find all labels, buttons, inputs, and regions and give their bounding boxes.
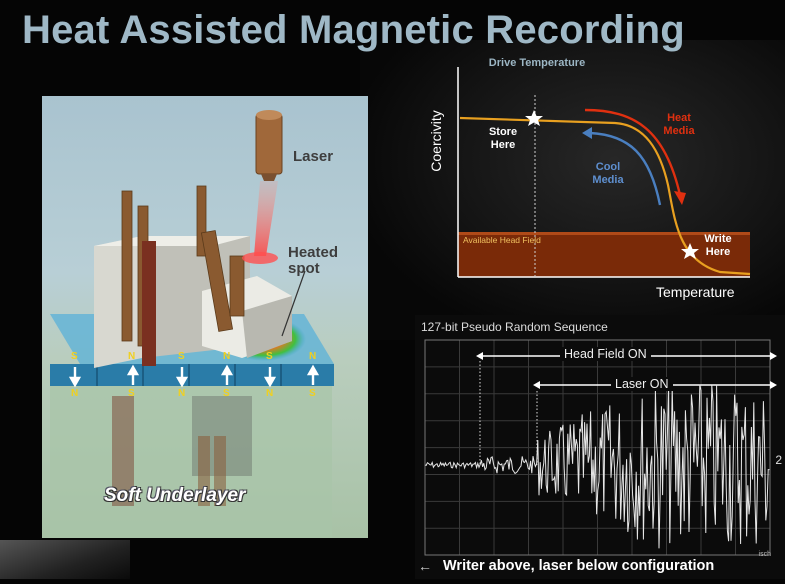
cool-media-label: Cool Media <box>592 161 624 186</box>
heated-spot-pointer <box>281 270 306 337</box>
pole-bottom-4: S <box>223 388 230 399</box>
drive-temperature-label: Drive Temperature <box>488 57 586 69</box>
oscilloscope-readout: 127-bit Pseudo Random Sequence Head Fiel… <box>415 315 785 579</box>
pole-bottom-3: N <box>178 388 186 399</box>
soft-underlayer-label: Soft Underlayer <box>104 485 246 506</box>
coercivity-curve <box>459 116 751 276</box>
store-star-icon <box>525 110 543 126</box>
background-texture <box>360 40 785 340</box>
signal-trace <box>424 383 770 549</box>
write-star-icon <box>681 243 699 259</box>
pole-top-4: N <box>223 351 231 362</box>
pole-top-2: N <box>128 351 136 362</box>
head-block-left <box>94 236 142 368</box>
y-axis-label: Coercivity <box>428 110 444 172</box>
heated-spot-label: Heated spot <box>288 244 339 277</box>
pole-top-3: S <box>178 351 185 362</box>
oscilloscope-frame <box>424 339 771 556</box>
pole-bottom-6: S <box>309 388 316 399</box>
write-here-label: Write Here <box>704 233 732 258</box>
pole-bottom-2: S <box>128 388 135 399</box>
pole-top-5: S <box>266 351 273 362</box>
oscilloscope-trace-drawing <box>424 339 777 556</box>
coercivity-chart: Coercivity Temperature Drive Temperature… <box>420 55 785 305</box>
pole-bottom-1: N <box>71 388 79 399</box>
hamr-drawing <box>50 110 334 538</box>
store-here-label: Store Here <box>488 126 518 151</box>
channel-marker: 2 <box>775 453 782 467</box>
laser-body <box>255 113 283 175</box>
caption: Writer above, laser below configuration <box>443 558 715 574</box>
pole-top-6: N <box>309 351 317 362</box>
background-corner <box>0 540 130 579</box>
laser-on-label: Laser ON <box>611 377 673 391</box>
recording-layer-front <box>50 364 334 386</box>
x-axis-label: Temperature <box>656 284 735 300</box>
cool-arrow <box>589 131 662 206</box>
pole-top-1: S <box>71 351 78 362</box>
head-field-band <box>458 232 750 277</box>
scope-brand: isch <box>758 551 771 558</box>
back-arrow-icon: ← <box>418 558 432 574</box>
pole-bottom-5: N <box>266 388 274 399</box>
underlayer-block <box>50 378 332 538</box>
laser-beam <box>254 181 278 256</box>
hamr-illustration: Laser Heated spot Soft Underlayer S N S … <box>42 96 368 538</box>
head-field-on-label: Head Field ON <box>560 347 651 361</box>
scope-title: 127-bit Pseudo Random Sequence <box>421 320 608 334</box>
heat-arrow <box>584 108 682 196</box>
heat-media-label: Heat Media <box>663 112 695 137</box>
available-head-field-label: Available Head Field <box>463 235 541 245</box>
coercivity-chart-drawing <box>457 67 751 278</box>
laser-label: Laser <box>293 148 334 165</box>
page-title: Heat Assisted Magnetic Recording <box>22 8 685 52</box>
